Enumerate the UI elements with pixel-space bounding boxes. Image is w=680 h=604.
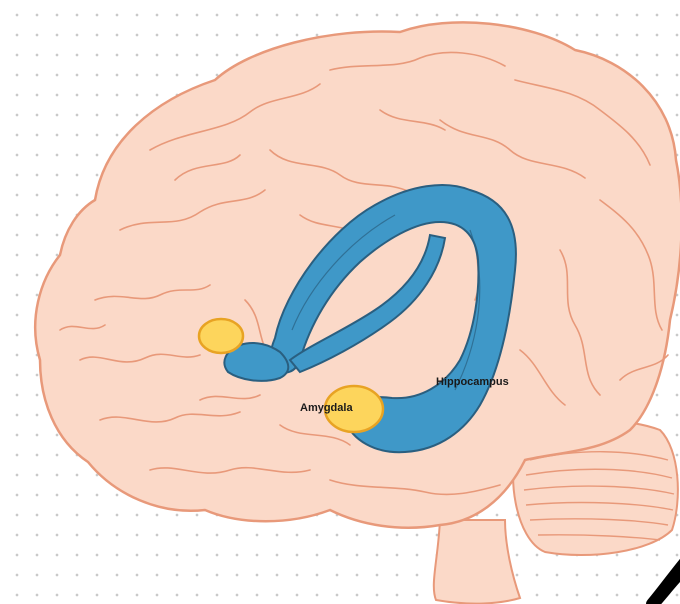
brainstem (434, 520, 520, 604)
anterior-node (199, 319, 243, 353)
hippocampus-label: Hippocampus (436, 376, 509, 388)
amygdala-label: Amygdala (300, 402, 353, 414)
